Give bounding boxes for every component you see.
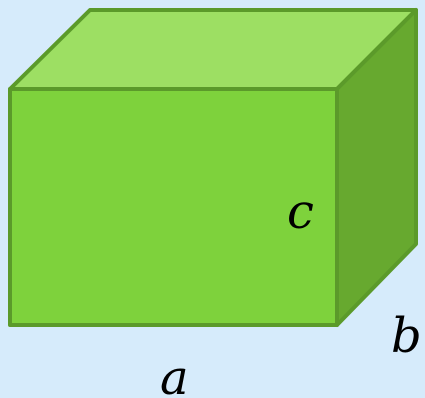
height-label: c: [287, 184, 314, 240]
depth-label: b: [391, 308, 422, 364]
cuboid-front-face: [8, 87, 339, 327]
length-label: a: [160, 350, 189, 398]
